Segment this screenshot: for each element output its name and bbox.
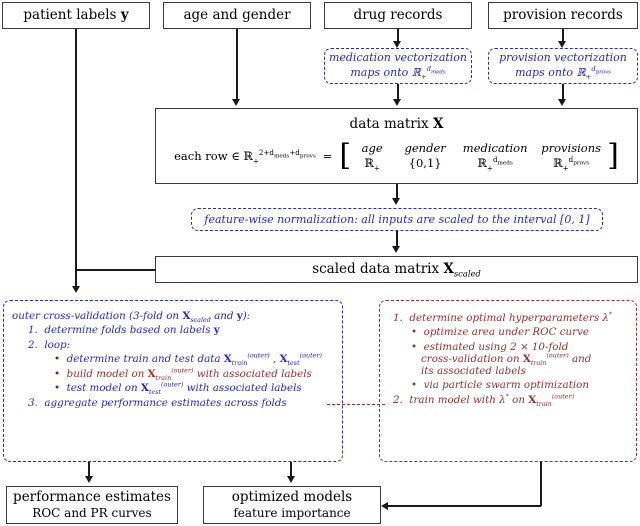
- normalization-box[interactable]: feature-wise normalization: all inputs a…: [191, 208, 603, 231]
- connector-drug-to-vectorization: [397, 29, 399, 43]
- inner-opt-content: 1. determine optimal hyperparameters λ* …: [380, 301, 636, 416]
- outer-cv-step-2: 2. loop:: [28, 338, 71, 351]
- arrowhead-agegender-to-datamatrix: [232, 99, 240, 106]
- output-optimized-line1: optimized models: [231, 489, 353, 506]
- bullet-icon: •: [54, 367, 61, 380]
- outer-cv-step-1: 1. determine folds based on labels y: [28, 324, 220, 336]
- connector-scaled-to-trunk: [75, 269, 156, 271]
- input-label-drug-records: drug records: [353, 7, 443, 24]
- output-performance-line2: ROC and PR curves: [32, 505, 152, 520]
- output-box-optimized-models[interactable]: optimized models feature importance: [203, 486, 381, 524]
- connector-build-model-to-inner-opt: [327, 404, 385, 405]
- arrowhead-normalization-to-scaled: [392, 246, 400, 253]
- bullet-icon: •: [411, 379, 418, 391]
- data-matrix-box[interactable]: data matrix X each row ∈ ℝ+2+dmeds+dprov…: [155, 108, 638, 184]
- outer-cv-heading: outer cross-validation (3-fold on Xscale…: [12, 309, 251, 324]
- data-matrix-row-domain: each row ∈ ℝ+2+dmeds+dprovs: [174, 147, 316, 165]
- inner-opt-bullet-pso: • via particle swarm optimization: [411, 379, 589, 391]
- scaled-data-matrix-box[interactable]: scaled data matrix Xscaled: [155, 256, 638, 283]
- arrowhead-drug-to-vectorization: [393, 41, 401, 48]
- input-box-patient-labels[interactable]: patient labels y: [2, 2, 150, 29]
- connector-outercv-to-performance: [88, 462, 90, 478]
- bullet-icon: •: [411, 340, 418, 353]
- connector-outercv-to-optimized: [290, 462, 292, 478]
- connector-inneropt-down: [540, 462, 542, 506]
- normalization-label: feature-wise normalization: all inputs a…: [204, 213, 590, 226]
- bullet-icon: •: [411, 326, 418, 338]
- output-box-performance-estimates[interactable]: performance estimates ROC and PR curves: [6, 486, 178, 524]
- scaled-data-matrix-label: scaled data matrix Xscaled: [312, 261, 481, 279]
- outer-cv-bullet-test-model: • test model on Xtest(outer) with associ…: [54, 380, 302, 397]
- inner-opt-step-2: 2. train model with λ* on Xtrain(outer): [393, 392, 575, 408]
- vectorization-medication-line1: medication vectorization: [328, 51, 468, 65]
- inner-opt-step-1: 1. determine optimal hyperparameters λ*: [393, 310, 613, 324]
- inner-optimization-box[interactable]: 1. determine optimal hyperparameters λ* …: [379, 300, 637, 462]
- inner-opt-bullet-estimation: • estimated using 2 × 10-fold cross-vali…: [411, 340, 592, 377]
- connector-normalization-to-scaled: [396, 231, 398, 249]
- input-label-age-gender: age and gender: [183, 7, 291, 24]
- bullet-icon: •: [54, 353, 61, 365]
- data-matrix-equals: =: [322, 148, 333, 163]
- vectorization-box-provision[interactable]: provision vectorization maps onto ℝ+dpro…: [488, 48, 638, 84]
- data-matrix-header-medication: medication: [462, 140, 528, 155]
- outer-cross-validation-box[interactable]: outer cross-validation (3-fold on Xscale…: [3, 300, 343, 462]
- vectorization-provision-line1: provision vectorization: [499, 51, 627, 65]
- vectorization-medication-line2: maps onto ℝ+dmeds: [350, 65, 446, 82]
- arrowhead-provision-to-vectorization: [558, 41, 566, 48]
- data-matrix-equation: each row ∈ ℝ+2+dmeds+dprovs = [ age gend…: [174, 137, 619, 173]
- arrowhead-outercv-to-optimized: [286, 476, 295, 483]
- bullet-icon: •: [54, 382, 61, 394]
- input-box-drug-records[interactable]: drug records: [324, 2, 472, 29]
- outer-cv-bullet-determine-data: • determine train and test data Xtrain(o…: [54, 351, 322, 368]
- arrowhead-inneropt-to-optimized: [381, 501, 388, 510]
- connector-patient-labels-trunk: [75, 29, 77, 288]
- bracket-right-icon: ]: [607, 137, 619, 173]
- connector-datamatrix-to-normalization: [396, 184, 398, 201]
- output-performance-line1: performance estimates: [13, 489, 171, 506]
- arrowhead-datamatrix-to-normalization: [392, 198, 400, 205]
- vectorization-provision-line2: maps onto ℝ+dprovs: [515, 65, 611, 82]
- outer-cv-content: outer cross-validation (3-fold on Xscale…: [4, 301, 342, 416]
- data-matrix-domain-medication: ℝ+dmeds: [477, 155, 513, 173]
- data-matrix-header-age: age: [361, 140, 383, 155]
- connector-medvec-to-datamatrix: [397, 84, 399, 101]
- arrowhead-medvec-to-datamatrix: [393, 99, 401, 106]
- output-optimized-line2: feature importance: [233, 505, 351, 520]
- data-matrix-title: data matrix X: [349, 116, 444, 132]
- outer-cv-step-3: 3. aggregate performance estimates acros…: [28, 396, 287, 409]
- data-matrix-domain-provisions: ℝ+dprovs: [553, 155, 590, 173]
- data-matrix-domain-gender: {0,1}: [408, 156, 442, 171]
- input-label-provision-records: provision records: [503, 7, 623, 24]
- arrowhead-outercv-to-performance: [84, 476, 93, 483]
- bracket-left-icon: [: [339, 137, 352, 173]
- data-matrix-header-provisions: provisions: [541, 140, 602, 155]
- data-matrix-header-row: age gender medication provisions: [355, 141, 603, 155]
- data-matrix-header-gender: gender: [404, 140, 446, 155]
- input-label-patient-labels: patient labels y: [23, 7, 129, 24]
- data-matrix-domain-age: ℝ+: [364, 156, 380, 173]
- outer-cv-bullet-build-model: • build model on Xtrain(outer) with asso…: [54, 366, 312, 382]
- input-box-provision-records[interactable]: provision records: [488, 2, 638, 29]
- inner-opt-bullet-optimize-auc: • optimize area under ROC curve: [411, 326, 589, 338]
- arrowhead-provec-to-datamatrix: [558, 99, 566, 106]
- input-box-age-gender[interactable]: age and gender: [163, 2, 311, 29]
- connector-provec-to-datamatrix: [562, 84, 564, 101]
- data-matrix-domain-row: ℝ+ {0,1} ℝ+dmeds ℝ+dprovs: [355, 155, 603, 173]
- vectorization-box-medication[interactable]: medication vectorization maps onto ℝ+dme…: [324, 48, 472, 84]
- connector-inneropt-to-optimized: [387, 505, 541, 507]
- connector-agegender-to-datamatrix: [236, 29, 238, 101]
- arrowhead-trunk-to-outer-cv: [71, 286, 80, 293]
- connector-provision-to-vectorization: [562, 29, 564, 43]
